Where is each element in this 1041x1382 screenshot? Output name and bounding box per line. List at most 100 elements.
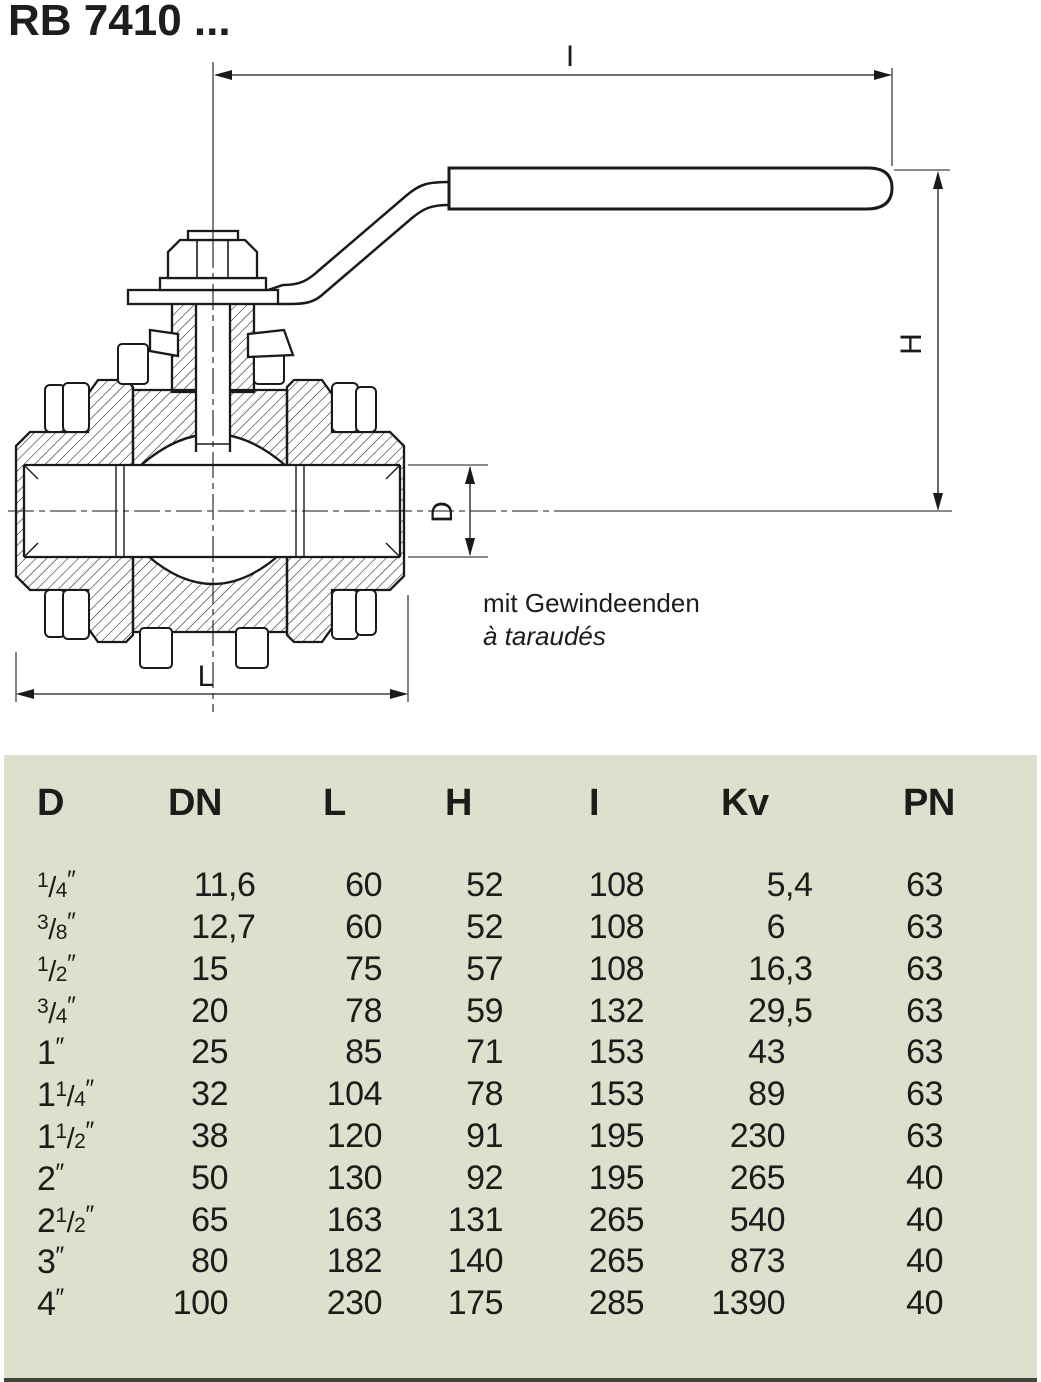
cell-i: 265 <box>588 1242 645 1280</box>
dimension-d: D <box>408 464 488 558</box>
cell-h: 78 <box>466 1075 503 1113</box>
cell-pn: 63 <box>906 1033 943 1071</box>
cell-h: 59 <box>466 992 503 1030</box>
cell-h: 52 <box>466 866 503 904</box>
mounting-plate <box>126 288 295 359</box>
cell-dn: 15 <box>191 950 228 988</box>
cell-h: 71 <box>466 1033 503 1071</box>
cell-d: 11/4″ <box>37 1075 95 1114</box>
cell-d: 1″ <box>37 1033 65 1072</box>
cell-pn: 63 <box>906 1117 943 1155</box>
cell-kv: 230 <box>729 1117 786 1155</box>
cell-l: 60 <box>345 908 382 946</box>
cell-l: 104 <box>326 1075 383 1113</box>
cell-pn: 63 <box>906 950 943 988</box>
caption-french: à taraudés <box>483 621 606 651</box>
cell-kv: 43 <box>748 1033 785 1071</box>
header-pn: PN <box>903 782 955 824</box>
table-row: 3/4″ 20 78 59 132 29,5 63 <box>4 992 1037 1032</box>
cell-pn: 63 <box>906 866 943 904</box>
cell-kv: 265 <box>729 1159 786 1197</box>
cell-h: 92 <box>466 1159 503 1197</box>
cell-h: 91 <box>466 1117 503 1155</box>
handle-arm-lower <box>278 203 450 306</box>
cell-kv: 6 <box>766 908 786 946</box>
cell-h: 131 <box>447 1201 504 1239</box>
cell-l: 60 <box>345 866 382 904</box>
cell-d: 21/2″ <box>37 1201 95 1240</box>
dim-d-label: D <box>426 501 459 523</box>
table-row: 1/4″ 11,6 60 52 108 5,4 63 <box>4 866 1037 906</box>
cell-pn: 40 <box>906 1201 943 1239</box>
cell-kv: 873 <box>729 1242 786 1280</box>
header-dn: DN <box>168 782 222 824</box>
cell-d: 1/4″ <box>37 866 76 904</box>
cell-d: 3/8″ <box>37 908 76 946</box>
cell-l: 182 <box>326 1242 383 1280</box>
cell-l: 78 <box>345 992 382 1030</box>
cell-i: 153 <box>588 1075 645 1113</box>
cell-pn: 63 <box>906 992 943 1030</box>
caption-german: mit Gewindeenden <box>483 588 700 618</box>
cell-dn-dec: ,6 <box>228 866 256 904</box>
cell-dn: 80 <box>191 1242 228 1280</box>
centerlines <box>8 62 952 712</box>
dim-l-label: L <box>198 660 215 693</box>
dimension-table: D DN L H I Kv PN 1/4″ 11,6 60 52 108 5,4… <box>4 755 1037 1378</box>
cell-dn: 65 <box>191 1201 228 1239</box>
cell-i: 108 <box>588 866 645 904</box>
cell-i: 195 <box>588 1159 645 1197</box>
cell-l: 75 <box>345 950 382 988</box>
cell-pn: 40 <box>906 1242 943 1280</box>
cell-l: 120 <box>326 1117 383 1155</box>
cell-h: 57 <box>466 950 503 988</box>
header-i: I <box>589 782 600 824</box>
handle-arm <box>267 180 450 292</box>
cell-i: 108 <box>588 950 645 988</box>
cell-l: 85 <box>345 1033 382 1071</box>
caption: mit Gewindeenden à taraudés <box>483 588 700 651</box>
table-row: 4″ 100 230 175 285 1390 40 <box>4 1284 1037 1324</box>
table-row: 11/4″ 32 104 78 153 89 63 <box>4 1075 1037 1115</box>
cell-i: 195 <box>588 1117 645 1155</box>
page-title: RB 7410 ... <box>8 0 231 45</box>
table-row: 3″ 80 182 140 265 873 40 <box>4 1242 1037 1282</box>
cell-dn: 38 <box>191 1117 228 1155</box>
table-row: 3/8″ 12,7 60 52 108 6 63 <box>4 908 1037 948</box>
cell-h: 52 <box>466 908 503 946</box>
table-row: 2″ 50 130 92 195 265 40 <box>4 1159 1037 1199</box>
handle-grip <box>447 166 894 211</box>
cell-dn: 100 <box>172 1284 229 1322</box>
cell-d: 3″ <box>37 1242 65 1281</box>
table-row: 1/2″ 15 75 57 108 16,3 63 <box>4 950 1037 990</box>
cell-dn: 20 <box>191 992 228 1030</box>
cell-pn: 63 <box>906 1075 943 1113</box>
header-d: D <box>37 782 64 824</box>
cell-dn: 12 <box>191 908 228 946</box>
cell-kv: 29 <box>748 992 785 1030</box>
dimension-l: L <box>15 595 409 702</box>
header-h: H <box>445 782 472 824</box>
dim-i-label: I <box>566 40 574 73</box>
cell-d: 11/2″ <box>37 1117 95 1156</box>
cell-dn: 32 <box>191 1075 228 1113</box>
valve-section-drawing: I H D L mit Ge <box>8 40 952 712</box>
table-row: 11/2″ 38 120 91 195 230 63 <box>4 1117 1037 1157</box>
table-row: 21/2″ 65 163 131 265 540 40 <box>4 1201 1037 1241</box>
cell-kv: 1390 <box>711 1284 785 1322</box>
cell-i: 285 <box>588 1284 645 1322</box>
dimension-i: I <box>214 40 893 166</box>
cell-d: 1/2″ <box>37 950 76 988</box>
cell-kv-dec: ,3 <box>785 950 813 988</box>
cell-dn: 25 <box>191 1033 228 1071</box>
union-nut-flats <box>44 382 377 640</box>
cell-i: 153 <box>588 1033 645 1071</box>
bottom-edge-strip <box>4 1378 1037 1382</box>
cell-i: 108 <box>588 908 645 946</box>
cell-kv: 5 <box>766 866 786 904</box>
cell-h: 140 <box>447 1242 504 1280</box>
cell-kv-dec: ,4 <box>785 866 813 904</box>
cell-dn: 50 <box>191 1159 228 1197</box>
valve-handle <box>267 166 894 306</box>
